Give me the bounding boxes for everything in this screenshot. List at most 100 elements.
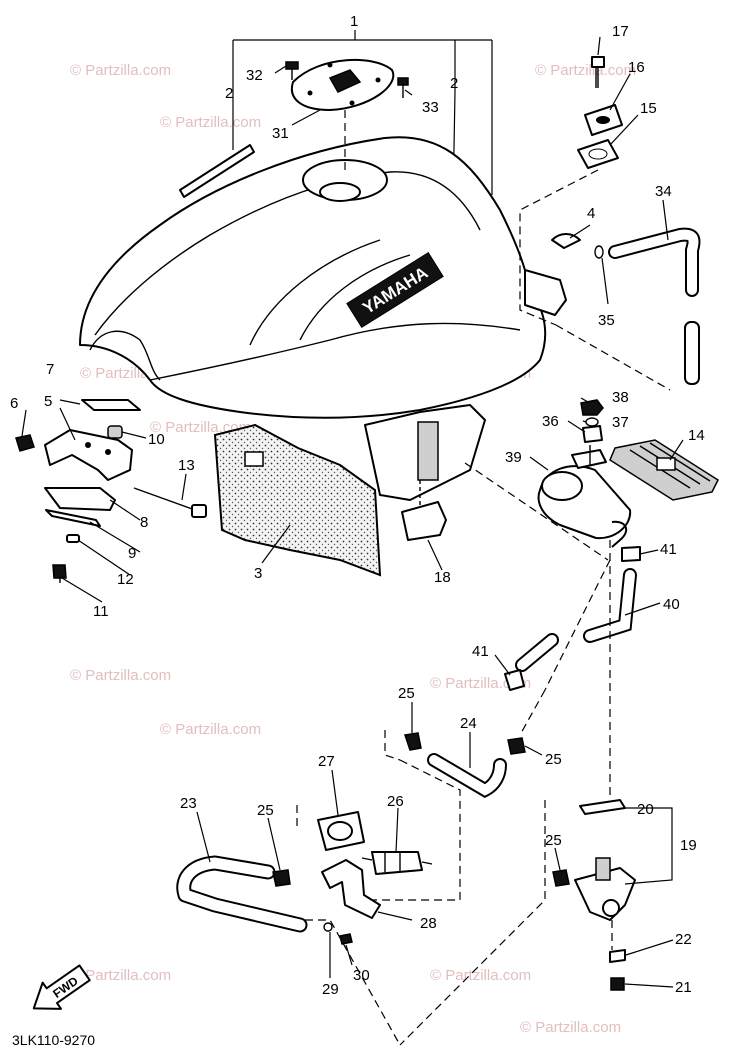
clamp-35 xyxy=(594,245,604,259)
breather-hose-34 xyxy=(608,227,701,385)
callout-13: 13 xyxy=(178,457,195,474)
collar-10 xyxy=(107,425,123,439)
callout-41-upper: 41 xyxy=(660,541,677,558)
clamp-25-b xyxy=(507,737,526,755)
callout-2-left: 2 xyxy=(225,85,233,102)
fuel-tank: YAMAHA xyxy=(79,136,567,501)
callout-10: 10 xyxy=(148,431,165,448)
callout-40: 40 xyxy=(663,596,680,613)
callout-24: 24 xyxy=(460,715,477,732)
tank-mount-boss xyxy=(417,421,439,481)
fuel-pump-39 xyxy=(537,445,632,548)
collar-36 xyxy=(582,425,603,443)
callout-15: 15 xyxy=(640,100,657,117)
damper-18 xyxy=(401,480,447,541)
clamp-25-a xyxy=(404,732,422,751)
callout-11: 11 xyxy=(93,603,109,620)
callout-2-right: 2 xyxy=(450,75,458,92)
callout-5: 5 xyxy=(44,393,52,410)
spacer-12 xyxy=(66,534,80,543)
filter-bracket-28 xyxy=(321,859,381,919)
watermark: © Partzilla.com xyxy=(535,62,636,79)
bolt-13 xyxy=(133,487,207,518)
fuel-hose-23 xyxy=(176,855,308,933)
callout-labels: 1 2 2 3 4 5 6 7 8 9 10 11 12 13 14 15 16… xyxy=(10,13,705,998)
fuel-filter-26 xyxy=(361,851,433,875)
collar-16 xyxy=(584,104,623,136)
bolt-21 xyxy=(610,977,625,991)
filter-holder-27 xyxy=(317,811,365,851)
callout-29: 29 xyxy=(322,981,339,998)
callout-4: 4 xyxy=(587,205,595,222)
callout-25-d: 25 xyxy=(545,832,562,849)
clamp-25-c xyxy=(272,869,291,887)
callout-1: 1 xyxy=(350,13,358,30)
callout-25-a: 25 xyxy=(398,685,415,702)
plate-8 xyxy=(44,487,116,511)
fuel-cap xyxy=(290,58,395,111)
fwd-arrow-badge: FWD xyxy=(32,964,91,1010)
watermark: © Partzilla.com xyxy=(70,667,171,684)
callout-8: 8 xyxy=(140,514,148,531)
bracket-7 xyxy=(81,399,141,411)
fuel-cock-19 xyxy=(574,857,636,921)
callout-25-b: 25 xyxy=(545,751,562,768)
callout-20: 20 xyxy=(637,801,654,818)
watermark: © Partzilla.com xyxy=(70,62,171,79)
callout-22: 22 xyxy=(675,931,692,948)
watermark: © Partzilla.com xyxy=(160,721,261,738)
callout-16: 16 xyxy=(628,59,645,76)
grommet-15 xyxy=(577,139,619,169)
callout-30: 30 xyxy=(353,967,370,984)
leader-lines xyxy=(21,36,684,988)
callout-35: 35 xyxy=(598,312,615,329)
callout-19: 19 xyxy=(680,837,697,854)
plate-9 xyxy=(45,509,101,527)
heat-insulator-3 xyxy=(213,423,382,577)
callout-17: 17 xyxy=(612,23,629,40)
callout-18: 18 xyxy=(434,569,451,586)
callout-12: 12 xyxy=(117,571,134,588)
grommet-6 xyxy=(15,434,35,452)
cap-bolt-33 xyxy=(397,77,409,98)
clamp-25-d xyxy=(552,869,570,887)
diagram-code: 3LK110-9270 xyxy=(12,1032,95,1048)
watermark: © Partzilla.com xyxy=(160,114,261,131)
fuel-hose-24 xyxy=(427,753,507,798)
watermark-layer: © Partzilla.com © Partzilla.com © Partzi… xyxy=(70,62,636,1036)
callout-34: 34 xyxy=(655,183,672,200)
callout-31: 31 xyxy=(272,125,289,142)
callout-27: 27 xyxy=(318,753,335,770)
bolt-11 xyxy=(52,564,67,583)
watermark: © Partzilla.com xyxy=(520,1019,621,1036)
callout-23: 23 xyxy=(180,795,197,812)
callout-25-c: 25 xyxy=(257,802,274,819)
callout-14: 14 xyxy=(688,427,705,444)
rubber-bracket-14 xyxy=(609,439,719,501)
washer-22 xyxy=(609,949,626,963)
watermark: © Partzilla.com xyxy=(430,967,531,984)
bolt-17 xyxy=(591,56,605,88)
clip-4 xyxy=(551,233,581,249)
callout-6: 6 xyxy=(10,395,18,412)
tank-stripe-decal xyxy=(179,144,255,198)
nut-38 xyxy=(580,399,604,416)
callout-36: 36 xyxy=(542,413,559,430)
fuel-hose-40 xyxy=(515,568,637,672)
callout-41-lower: 41 xyxy=(472,643,489,660)
mount-bracket-5 xyxy=(44,429,133,481)
callout-7: 7 xyxy=(46,361,54,378)
callout-33: 33 xyxy=(422,99,439,116)
cap-bolt-32 xyxy=(285,61,299,80)
callout-21: 21 xyxy=(675,979,692,996)
callout-3: 3 xyxy=(254,565,262,582)
callout-28: 28 xyxy=(420,915,437,932)
callout-32: 32 xyxy=(246,67,263,84)
callout-9: 9 xyxy=(128,545,136,562)
bolt-30 xyxy=(339,933,353,945)
watermark: © Partzilla.com xyxy=(70,967,171,984)
callout-38: 38 xyxy=(612,389,629,406)
callout-26: 26 xyxy=(387,793,404,810)
washer-37 xyxy=(585,417,599,427)
